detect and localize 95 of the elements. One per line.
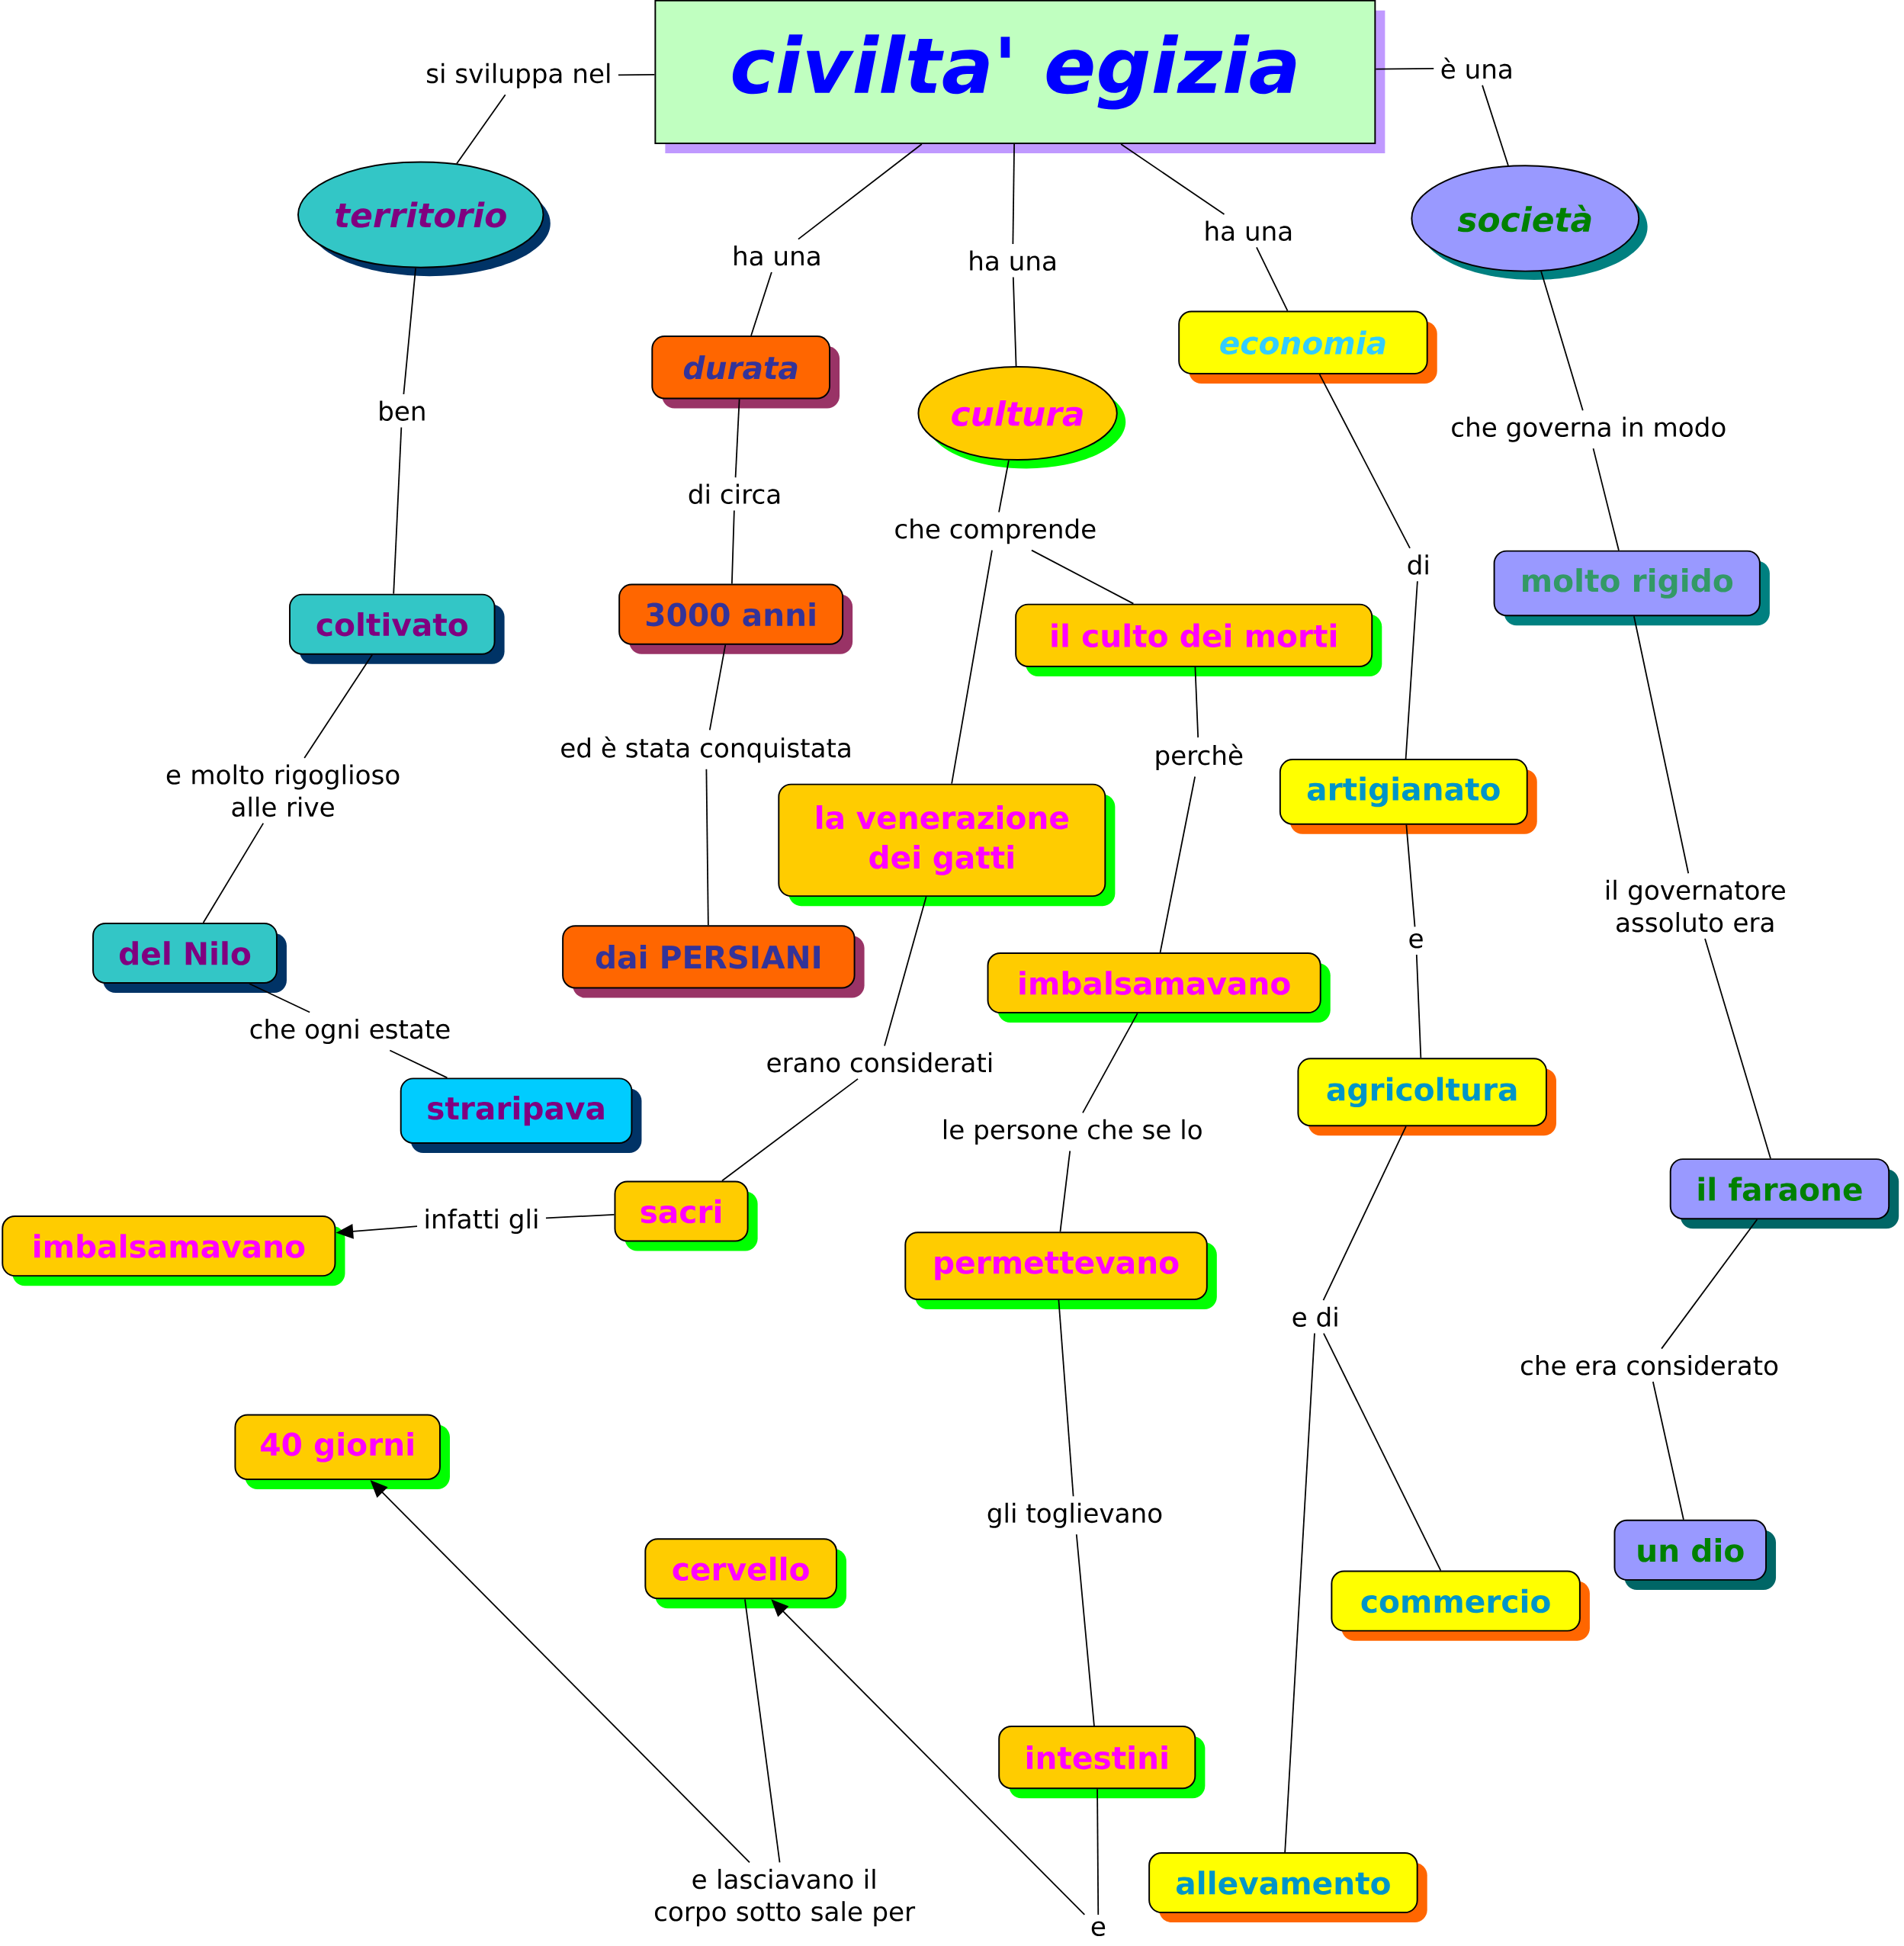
concept-box: allevamento	[1148, 1852, 1427, 1923]
linking-phrase: di circa	[689, 483, 780, 504]
linking-phrase: gli toglievano	[987, 1502, 1162, 1528]
concept-box: commercio	[1331, 1570, 1591, 1641]
connector-line	[709, 644, 727, 731]
connector-line	[750, 271, 772, 336]
title-box: civilta' egizia	[654, 0, 1385, 153]
linking-phrase: di	[1408, 554, 1428, 575]
concept-box: cervello	[644, 1538, 847, 1609]
linking-phrase: e molto rigoglioso alle rive	[167, 764, 400, 817]
connector-line	[249, 983, 311, 1013]
connector-line	[1159, 776, 1196, 953]
connector-line	[1318, 374, 1411, 549]
concept-box: 3000 anni	[618, 583, 853, 654]
connector-line	[1482, 85, 1509, 166]
linking-phrase: infatti gli	[425, 1209, 538, 1235]
linking-phrase: che era considerato	[1521, 1355, 1778, 1376]
connector-line	[731, 509, 735, 585]
concept-box: del Nilo	[92, 922, 287, 994]
concept-box: agricoltura	[1297, 1058, 1557, 1136]
connector-line	[1322, 1126, 1407, 1302]
connector-line	[1405, 824, 1416, 928]
linking-phrase: che governa in modo	[1452, 416, 1726, 442]
linking-phrase: ben	[380, 400, 425, 421]
concept-box: un dio	[1613, 1519, 1777, 1590]
connector-line	[1059, 1150, 1071, 1233]
concept-box: imbalsamavano	[987, 952, 1331, 1023]
connector-line	[721, 1078, 859, 1182]
connector-line	[618, 74, 656, 76]
connector-line	[1405, 580, 1418, 759]
connector-line	[884, 896, 927, 1047]
connector-line	[1058, 1299, 1074, 1498]
concept-box: durata	[651, 336, 840, 409]
connector-line	[1416, 954, 1422, 1059]
connector-line	[1704, 938, 1772, 1160]
connector-line	[1661, 1219, 1758, 1350]
concept-box: economia	[1178, 310, 1437, 384]
connector-line	[734, 398, 740, 478]
connector-line	[1284, 1332, 1316, 1853]
connector-line	[1096, 1788, 1100, 1915]
connector-line	[951, 549, 994, 785]
connector-line	[798, 143, 923, 240]
concept-box: sacri	[614, 1180, 758, 1251]
concept-box: intestini	[998, 1725, 1206, 1799]
linking-phrase: e lasciavano il corpo sotto sale per	[655, 1868, 916, 1927]
concept-box: permettevano	[904, 1232, 1217, 1310]
connector-line	[744, 1598, 781, 1864]
linking-phrase: perchè	[1156, 743, 1243, 771]
concept-box: coltivato	[289, 593, 505, 664]
concept-box: artigianato	[1280, 759, 1537, 834]
concept-box: la venerazione dei gatti	[778, 783, 1116, 907]
connector-line	[1120, 143, 1225, 215]
connector-line	[1652, 1381, 1684, 1521]
concept-box: il faraone	[1669, 1158, 1899, 1229]
concept-box: il culto dei morti	[1015, 603, 1382, 677]
connector-line	[403, 267, 417, 395]
linking-phrase: che ogni estate	[250, 1019, 450, 1045]
connector-line	[1076, 1533, 1095, 1726]
linking-phrase: il governatore assoluto era	[1607, 879, 1786, 933]
concept-box: dai PERSIANI	[562, 925, 865, 998]
connector-line	[1540, 271, 1584, 412]
linking-phrase: si sviluppa nel	[427, 63, 610, 88]
connector-line	[545, 1214, 615, 1219]
connector-line	[1633, 615, 1690, 875]
connector-line	[1012, 143, 1016, 245]
linking-phrase: e	[1409, 933, 1423, 949]
connector-line	[1256, 246, 1289, 312]
connector-line	[389, 1049, 448, 1079]
connector-line	[1013, 276, 1017, 367]
linking-phrase: e	[1091, 1921, 1106, 1937]
concept-box: straripava	[400, 1077, 642, 1153]
concept-box: molto rigido	[1493, 550, 1771, 626]
connector-line	[705, 768, 709, 926]
concept-box: imbalsamavano	[2, 1215, 345, 1286]
linking-phrase: ha una	[970, 250, 1056, 271]
connector-line	[393, 426, 403, 595]
connector-line	[202, 822, 265, 923]
linking-phrase: e di	[1292, 1306, 1337, 1328]
connector-line	[1323, 1332, 1442, 1572]
linking-phrase: ed è stata conquistata	[561, 736, 850, 763]
connector-line	[1082, 1013, 1138, 1114]
linking-phrase: ha una	[734, 246, 820, 266]
connector-line	[1194, 666, 1199, 739]
connector-line	[303, 653, 374, 759]
concept-box: 40 giorni	[234, 1414, 451, 1490]
connector-line	[998, 459, 1010, 513]
connector-line	[456, 94, 506, 165]
linking-phrase: erano considerati	[767, 1052, 992, 1073]
connector-line	[1375, 68, 1435, 70]
connector-line	[1592, 448, 1620, 551]
connector-line	[1031, 549, 1135, 605]
linking-phrase: le persone che se lo	[944, 1119, 1202, 1145]
linking-phrase: ha una	[1206, 220, 1292, 241]
linking-phrase: che comprende	[895, 519, 1096, 544]
linking-phrase: è una	[1441, 57, 1511, 79]
